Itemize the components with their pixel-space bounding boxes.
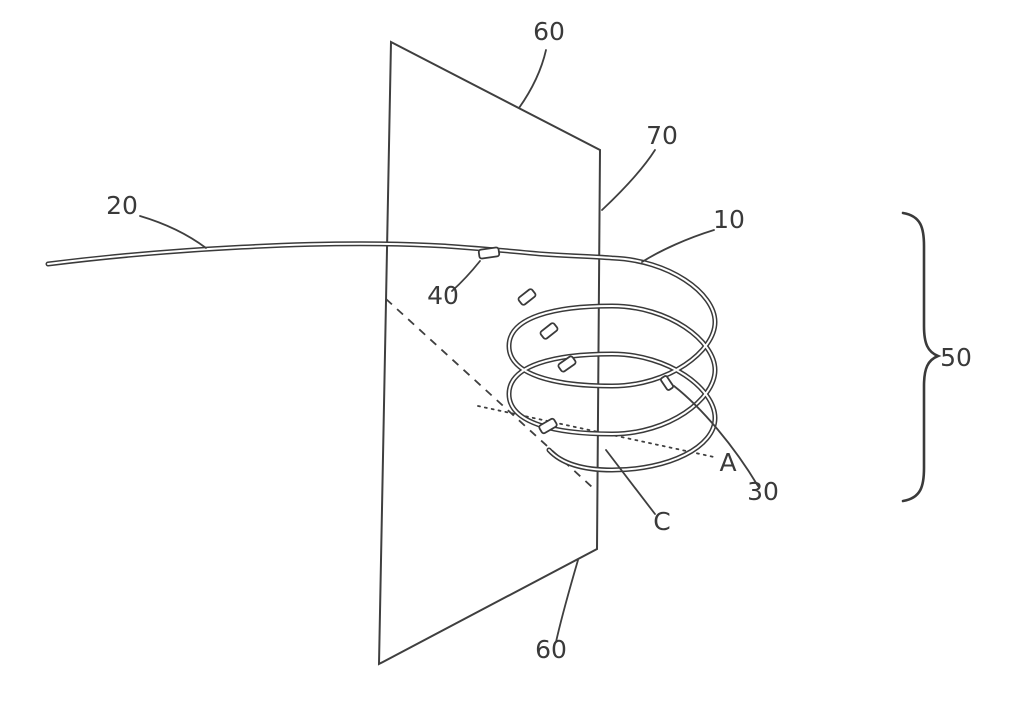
electrode-marker (517, 288, 537, 306)
reference-labels: 60 70 20 10 40 A 30 C 60 50 (106, 17, 972, 664)
leader-30 (673, 385, 759, 487)
electrode-marker-30 (660, 375, 674, 391)
ref-label-60-bottom: 60 (535, 635, 567, 664)
leader-60-bottom (555, 559, 579, 643)
leader-20 (139, 215, 207, 249)
leader-c (605, 449, 656, 515)
brace-50 (901, 211, 942, 503)
leader-10 (641, 229, 715, 263)
lead-coil-outer-stroke (45, 241, 718, 473)
ref-label-60-top: 60 (533, 17, 565, 46)
ref-label-30: 30 (747, 477, 779, 506)
electrode-marker (539, 322, 559, 340)
ref-label-10: 10 (713, 205, 745, 234)
ref-label-c: C (653, 507, 670, 536)
leader-40 (451, 260, 481, 292)
electrode-marker (557, 355, 577, 373)
lead-and-coil (45, 241, 718, 473)
membrane-plane (377, 40, 602, 666)
ref-label-50: 50 (940, 343, 972, 372)
leader-70 (601, 149, 656, 211)
connector-marker-40 (477, 246, 501, 260)
lead-coil-inner-stroke (47, 242, 716, 471)
leader-60-top (518, 49, 547, 109)
ref-label-20: 20 (106, 191, 138, 220)
ref-label-70: 70 (646, 121, 678, 150)
ref-label-a: A (719, 448, 736, 477)
electrode-marker (538, 417, 558, 435)
leader-lines (139, 49, 759, 643)
ref-label-40: 40 (427, 281, 459, 310)
electrode-markers (477, 246, 674, 435)
